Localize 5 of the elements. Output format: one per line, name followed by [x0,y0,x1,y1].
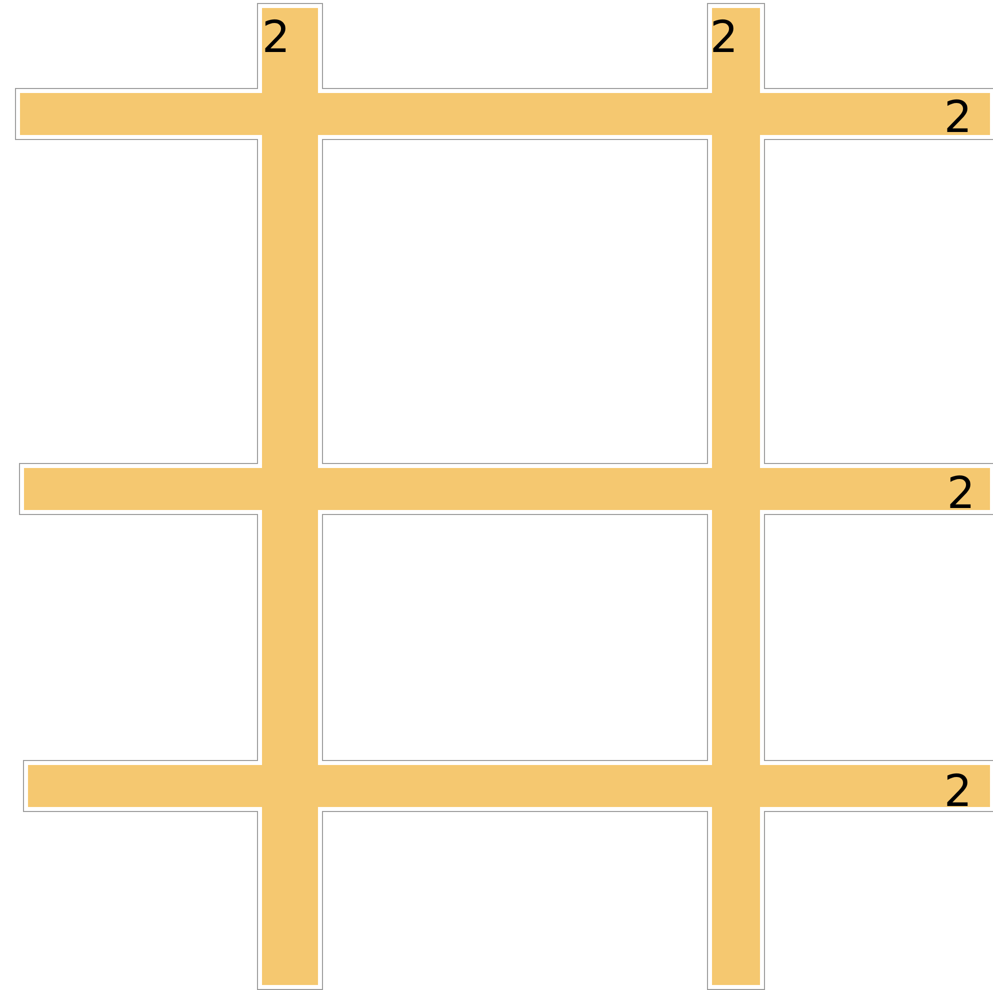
number-label: 2 [944,770,972,814]
number-label: 2 [262,16,290,60]
number-label: 2 [710,16,738,60]
number-label: 2 [944,96,972,140]
number-label: 2 [947,472,975,516]
